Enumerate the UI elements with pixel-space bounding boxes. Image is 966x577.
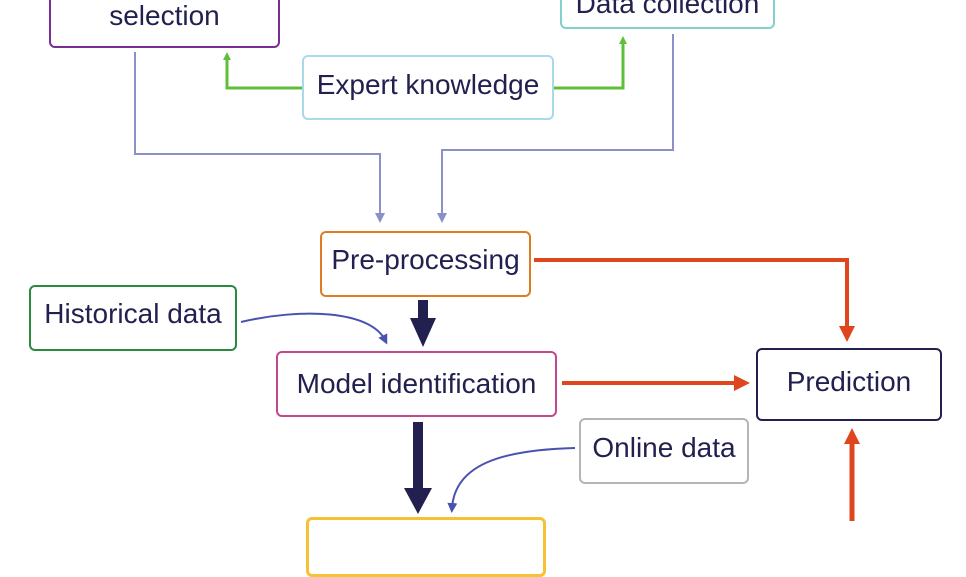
edge-selection-to-preprocessing xyxy=(134,52,385,223)
edge-expert-to-data-collection xyxy=(553,36,627,90)
edge-expert-to-selection xyxy=(223,52,303,90)
node-pre-processing-label: Pre-processing xyxy=(331,244,520,275)
connectors-layer xyxy=(134,34,860,521)
edge-online-to-bottom xyxy=(447,447,576,513)
edge-preprocessing-to-model xyxy=(410,300,436,347)
node-historical-data-label: Historical data xyxy=(44,298,222,329)
node-data-collection-label: Data collection xyxy=(575,0,760,19)
edge-model-to-bottom xyxy=(404,422,432,514)
node-pre-processing: Pre-processing xyxy=(320,231,531,297)
node-prediction-label: Prediction xyxy=(786,365,912,397)
node-expert-knowledge-label: Expert knowledge xyxy=(316,69,540,100)
node-bottom-partial xyxy=(306,517,546,577)
node-online-data-label: Online data xyxy=(592,432,736,463)
edge-data-collection-to-preprocessing xyxy=(437,34,674,223)
node-selection: selection xyxy=(49,0,280,48)
node-data-collection: Data collection xyxy=(560,0,775,29)
node-selection-label: selection xyxy=(109,0,220,31)
node-expert-knowledge: Expert knowledge xyxy=(302,55,554,120)
edge-preprocessing-to-prediction xyxy=(534,258,855,342)
node-online-data: Online data xyxy=(579,418,749,484)
node-historical-data: Historical data xyxy=(29,285,237,351)
edge-historical-to-model xyxy=(240,312,388,345)
node-model-identification: Model identification xyxy=(276,351,557,417)
node-model-identification-label: Model identification xyxy=(296,368,537,399)
node-prediction: Prediction xyxy=(756,348,942,421)
